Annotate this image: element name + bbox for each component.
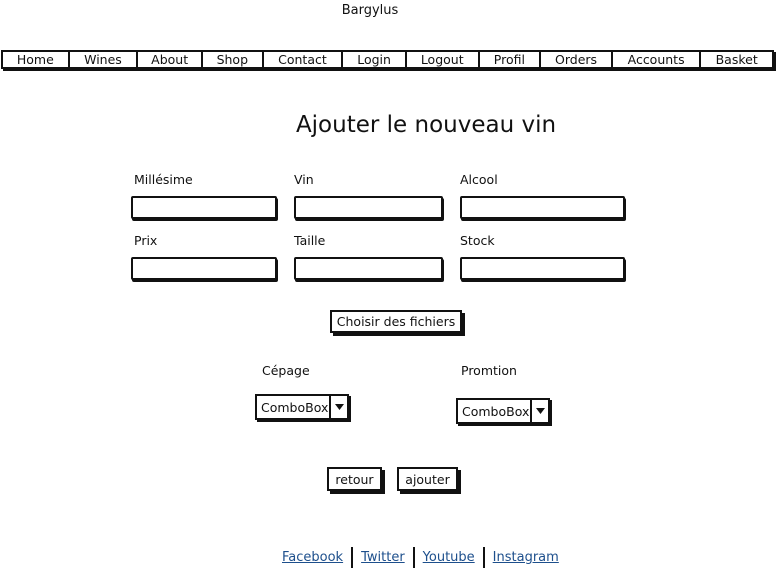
footer-divider bbox=[351, 547, 354, 568]
promotion-combobox[interactable]: ComboBox bbox=[456, 398, 550, 424]
prix-label: Prix bbox=[134, 233, 158, 248]
instagram-link[interactable]: Instagram bbox=[492, 550, 559, 565]
cepage-label: Cépage bbox=[262, 363, 310, 378]
nav-accounts[interactable]: Accounts bbox=[610, 50, 702, 69]
alcool-label: Alcool bbox=[460, 172, 498, 187]
stock-input[interactable] bbox=[460, 257, 625, 280]
nav-profil[interactable]: Profil bbox=[477, 50, 542, 69]
add-button[interactable]: ajouter bbox=[397, 467, 458, 491]
nav-logout[interactable]: Logout bbox=[404, 50, 480, 69]
youtube-link[interactable]: Youtube bbox=[422, 550, 475, 565]
nav-shop[interactable]: Shop bbox=[200, 50, 264, 69]
footer-divider bbox=[412, 547, 415, 568]
footer-divider bbox=[482, 547, 485, 568]
nav-home[interactable]: Home bbox=[1, 50, 70, 69]
twitter-link[interactable]: Twitter bbox=[361, 550, 405, 565]
chevron-down-icon[interactable] bbox=[329, 396, 347, 418]
nav-basket[interactable]: Basket bbox=[699, 50, 774, 69]
millesime-label: Millésime bbox=[134, 172, 193, 187]
choose-files-button[interactable]: Choisir des fichiers bbox=[330, 310, 462, 333]
nav-contact[interactable]: Contact bbox=[261, 50, 344, 69]
vin-label: Vin bbox=[294, 172, 314, 187]
nav-wines[interactable]: Wines bbox=[67, 50, 139, 69]
nav-login[interactable]: Login bbox=[341, 50, 407, 69]
app-title: Bargylus bbox=[341, 3, 399, 18]
millesime-input[interactable] bbox=[131, 196, 277, 219]
back-button[interactable]: retour bbox=[327, 467, 382, 491]
taille-label: Taille bbox=[294, 233, 326, 248]
cepage-combobox[interactable]: ComboBox bbox=[255, 394, 349, 420]
facebook-link[interactable]: Facebook bbox=[282, 550, 344, 565]
prix-input[interactable] bbox=[131, 257, 277, 280]
promotion-label: Promtion bbox=[461, 363, 517, 378]
promotion-combobox-value: ComboBox bbox=[462, 403, 530, 419]
vin-input[interactable] bbox=[294, 196, 443, 219]
footer-links: Facebook Twitter Youtube Instagram bbox=[274, 547, 567, 568]
page-title: Ajouter le nouveau vin bbox=[295, 112, 557, 138]
taille-input[interactable] bbox=[294, 257, 443, 280]
main-nav: Home Wines About Shop Contact Login Logo… bbox=[1, 50, 774, 69]
nav-orders[interactable]: Orders bbox=[539, 50, 613, 69]
cepage-combobox-value: ComboBox bbox=[261, 399, 329, 415]
chevron-down-icon[interactable] bbox=[530, 400, 548, 422]
alcool-input[interactable] bbox=[460, 196, 625, 219]
stock-label: Stock bbox=[460, 233, 495, 248]
nav-about[interactable]: About bbox=[136, 50, 203, 69]
